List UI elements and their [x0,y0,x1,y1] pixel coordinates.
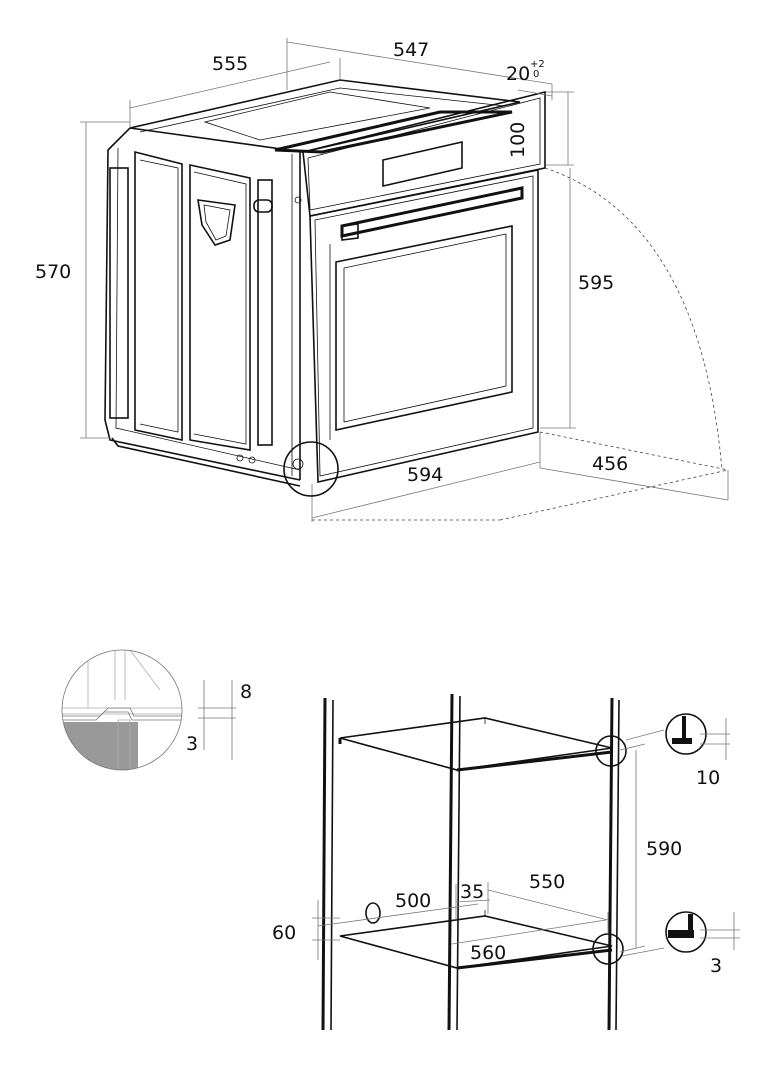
dim-door-height: 595 [578,272,614,294]
dim-door-swing: 456 [592,453,628,475]
dim-niche-width: 560 [470,942,506,964]
dim-control-height: 100 [507,122,529,158]
dim-niche-depth: 550 [529,871,565,893]
oven-isometric [104,79,546,487]
dim-front-panel-tol-minus: 0 [533,69,539,80]
detail-magnifier-left [61,649,236,771]
dim-niche-bottom-detail: 3 [710,955,722,977]
dim-niche-top-detail: 10 [696,767,720,789]
dim-front-panel: 20 [506,63,530,85]
niche-dimension-lines [312,713,740,960]
dim-front-panel-tol-plus: +2 [530,59,545,70]
dim-width-top: 547 [393,39,429,61]
dim-base-height: 60 [272,922,296,944]
dim-detail-gap-top: 8 [240,681,252,703]
dim-depth-top: 555 [212,53,248,75]
oven-dimension-lines [80,38,729,522]
dim-body-height: 570 [35,261,71,283]
niche-cabinet [321,693,627,1031]
dim-niche-height: 590 [646,838,682,860]
dim-rear-offset: 35 [460,881,484,903]
dim-front-width: 594 [407,464,443,486]
dim-detail-gap-bottom: 3 [186,733,198,755]
dim-vent-depth: 500 [395,890,431,912]
